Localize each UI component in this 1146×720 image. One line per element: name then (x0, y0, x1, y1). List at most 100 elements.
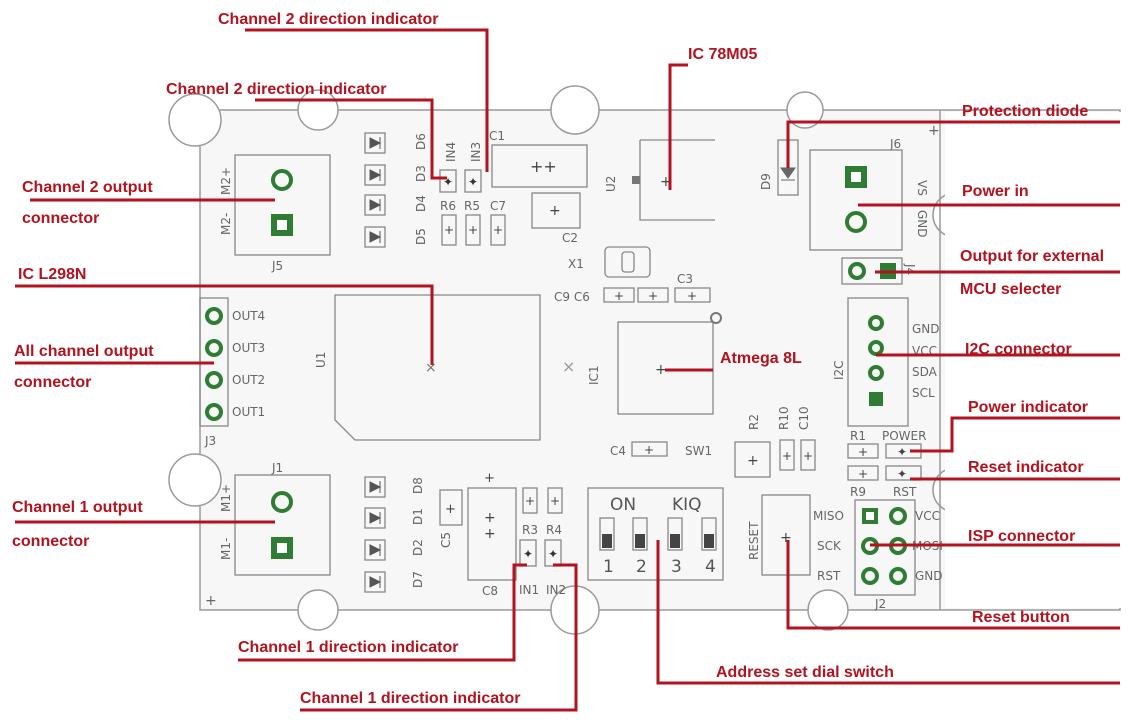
label-all-channel-line1: All channel output (14, 343, 154, 360)
label-reset-button: Reset button (972, 609, 1070, 626)
label-reset-indicator: Reset indicator (968, 459, 1084, 476)
label-i2c-connector: I2C connector (965, 341, 1072, 358)
silk-i2c-scl: SCL (912, 386, 935, 400)
silk-rst: RST (893, 485, 917, 499)
label-output-external-line2: MCU selecter (960, 281, 1061, 298)
i2c-connector-area: I2C GND VCC SDA SCL (832, 297, 940, 427)
silk-m1-plus: M1+ (219, 484, 233, 512)
svg-text:✦: ✦ (548, 547, 558, 561)
silk-dip-4: 4 (705, 557, 716, 577)
label-ic-78m05: IC 78M05 (688, 46, 757, 63)
pcb-outline: + + (168, 85, 1146, 635)
svg-text:+: + (445, 502, 456, 517)
silk-c9c6: C9 C6 (554, 290, 590, 304)
svg-text:+: + (549, 203, 561, 219)
callout-labels: Channel 2 direction indicator Channel 2 … (12, 11, 1104, 707)
silk-u1: U1 (314, 352, 328, 368)
diodes-top: D6 D3 D4 D5 (364, 132, 428, 248)
label-all-channel-line2: connector (14, 374, 91, 391)
silk-c3: C3 (677, 272, 693, 286)
label-channel2-direction-a: Channel 2 direction indicator (218, 11, 438, 28)
silk-sck: SCK (817, 539, 842, 553)
silk-j2: J2 (874, 597, 886, 611)
silk-i2c-gnd: GND (912, 322, 940, 336)
silk-m1-minus: M1- (219, 538, 233, 560)
silk-sw1: SW1 (685, 444, 712, 458)
silk-d5: D5 (414, 228, 428, 245)
label-channel1-direction-b: Channel 1 direction indicator (300, 690, 520, 707)
leader-lines (15, 28, 1120, 712)
silk-in1: IN1 (519, 583, 539, 597)
label-ic-l298n: IC L298N (18, 266, 86, 283)
silk-ic1: IC1 (587, 365, 601, 385)
svg-text:+: + (550, 494, 560, 508)
label-address-dial: Address set dial switch (716, 664, 894, 681)
svg-text:+: + (858, 467, 868, 481)
svg-text:+: + (858, 445, 868, 459)
svg-text:+: + (780, 530, 792, 546)
silk-u2: U2 (604, 176, 618, 192)
mount-hole-bottom-3 (807, 589, 849, 631)
mount-hole-mid-left (168, 453, 222, 507)
ic1-atmega: × IC1 + (562, 312, 722, 415)
power-input-area: D9 J6 VS GND (759, 137, 929, 251)
silk-r5: R5 (464, 199, 480, 213)
svg-text:+: + (444, 223, 454, 237)
silk-c1: C1 (489, 129, 505, 143)
silk-out4: OUT4 (232, 309, 265, 323)
mount-hole-top-3 (786, 91, 824, 129)
silk-out3: OUT3 (232, 341, 265, 355)
silk-x1: X1 (568, 257, 584, 271)
silk-isp-vcc: VCC (915, 509, 940, 523)
silk-c4: C4 (610, 444, 626, 458)
silk-d9: D9 (759, 173, 773, 190)
svg-text:+: + (687, 289, 697, 303)
svg-text:✦: ✦ (523, 547, 533, 561)
svg-text:×: × (562, 357, 575, 376)
silk-d7: D7 (411, 571, 425, 588)
silk-dip-kiq: KIQ (672, 495, 702, 515)
board-right-mask (945, 112, 1146, 608)
svg-text:+: + (468, 223, 478, 237)
svg-text:+: + (660, 174, 672, 190)
label-channel1-output-line1: Channel 1 output (12, 499, 143, 516)
svg-text:+: + (648, 289, 658, 303)
svg-text:+: + (644, 443, 654, 457)
indicator-area: R2 R10 C10 + + + R1 POWER + ✦ + ✦ R9 RST (734, 406, 926, 499)
svg-text:+: + (493, 223, 503, 237)
silk-power: POWER (882, 429, 926, 443)
silk-d2: D2 (411, 539, 425, 556)
silk-plus-top-right: + (928, 123, 940, 139)
silk-c8: C8 (482, 584, 498, 598)
diodes-bottom: D8 D1 D2 D7 (364, 476, 425, 593)
silk-out2: OUT2 (232, 373, 265, 387)
label-channel2-output-line2: connector (22, 210, 99, 227)
silk-i2c: I2C (832, 360, 846, 380)
label-channel2-direction-b: Channel 2 direction indicator (166, 81, 386, 98)
silk-c2: C2 (562, 231, 578, 245)
silk-r1: R1 (850, 429, 866, 443)
silk-miso: MISO (813, 509, 844, 523)
label-output-external-line1: Output for external (960, 248, 1104, 265)
silk-d3: D3 (414, 165, 428, 182)
label-isp-connector: ISP connector (968, 528, 1075, 545)
svg-text:+: + (747, 453, 759, 469)
silk-dip-on: ON (610, 495, 636, 515)
svg-text:+: + (803, 449, 813, 463)
silk-d1: D1 (411, 508, 425, 525)
silk-r2: R2 (747, 414, 761, 430)
label-power-indicator: Power indicator (968, 399, 1088, 416)
svg-text:+: + (782, 449, 792, 463)
u2-regulator: + U2 (604, 139, 715, 221)
silk-i2c-sda: SDA (912, 365, 938, 379)
label-power-in: Power in (962, 183, 1029, 200)
svg-text:×: × (425, 360, 437, 376)
j5-connector: M2+ M2- J5 (219, 154, 331, 273)
mount-hole-top-2 (550, 85, 600, 135)
silk-j1: J1 (271, 461, 283, 475)
silk-isp-gnd: GND (915, 569, 943, 583)
c4-sw1: C4 + SW1 (610, 441, 712, 458)
silk-j3: J3 (204, 434, 216, 448)
